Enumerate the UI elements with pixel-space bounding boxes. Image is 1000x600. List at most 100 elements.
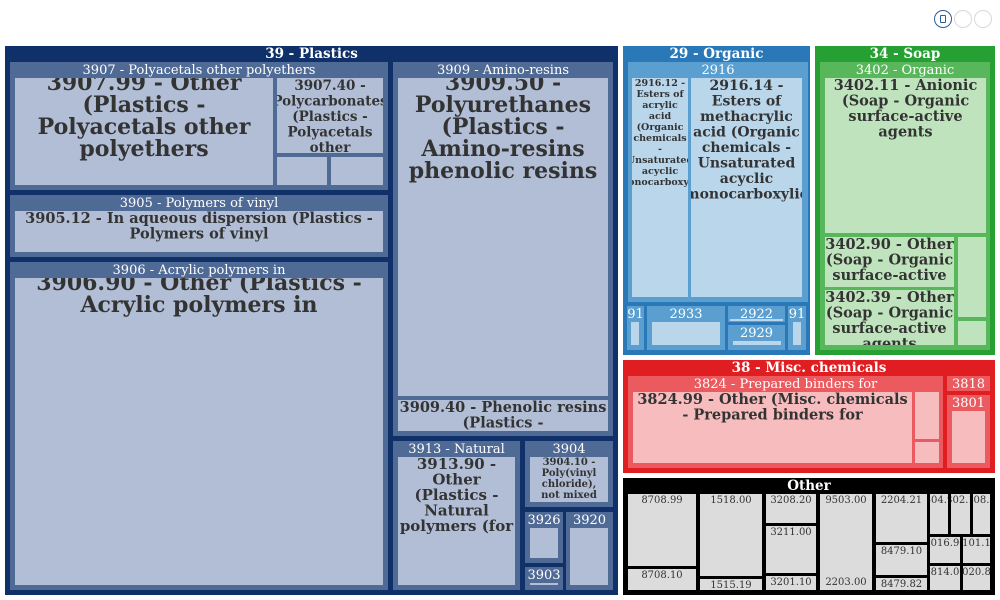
label-group: 3211.00	[770, 527, 811, 538]
subgroup-label: 2914	[619, 307, 652, 322]
label-group: 3402 - Organic	[856, 63, 955, 78]
label-group: 3906.90 - Other (Plastics -Acrylic polym…	[36, 278, 362, 318]
leaf-tile	[398, 78, 608, 396]
reset-icon[interactable]	[974, 10, 992, 28]
label-line: 2916.14 -	[709, 78, 783, 94]
label-line: monocarboxylic	[685, 187, 808, 203]
label-group: 9503.00	[825, 495, 866, 506]
label-line: Polyacetals	[287, 125, 372, 141]
label-group: 3913 - Natural	[408, 442, 505, 457]
label-group: 8479.82	[881, 579, 922, 590]
export-icon[interactable]	[934, 10, 952, 28]
label-group: 39 - Plastics	[265, 46, 358, 62]
leaf-tile	[793, 322, 801, 345]
label-line: 2929	[740, 326, 773, 341]
label-line: 2933	[669, 307, 702, 322]
group-label: 39 - Plastics	[265, 46, 358, 62]
label-line: acyclic	[720, 171, 773, 187]
label-line: 3904	[552, 442, 585, 457]
subgroup-block	[947, 376, 990, 391]
leaf-tile	[652, 322, 720, 345]
leaf-tile	[973, 494, 990, 534]
label-line: 34 - Soap	[870, 46, 941, 62]
subgroup-block	[728, 306, 785, 322]
leaf-tile	[530, 583, 558, 585]
leaf-tile	[915, 442, 939, 463]
label-line: Esters of	[712, 94, 782, 110]
label-group: 8708.10	[641, 570, 682, 581]
label-line: chemicals	[633, 133, 686, 144]
label-group: 2916	[701, 63, 734, 78]
label-group: 38 - Misc. chemicals	[732, 360, 887, 376]
leaf-label: 3302.10	[940, 495, 981, 506]
leaf-tile	[733, 341, 781, 345]
leaf-tile	[930, 537, 960, 563]
subgroup-label: 3801	[952, 396, 985, 411]
label-line: Natural	[424, 502, 489, 520]
label-group: 3304.99	[930, 495, 948, 506]
label-group: 3909 - Amino-resins	[437, 63, 569, 78]
label-line: 3907.99 - Other	[47, 70, 242, 96]
label-line: 3903	[527, 568, 560, 583]
leaf-tile	[930, 494, 948, 534]
label-line: 2016.90	[924, 538, 965, 549]
subgroup-label: 2917	[780, 307, 813, 322]
leaf-label: 2016.90	[924, 538, 965, 549]
leaf-tile	[398, 400, 608, 431]
label-line: 3926	[527, 513, 560, 528]
leaf-tile	[628, 569, 696, 590]
subgroup-label: 3920	[573, 513, 606, 528]
label-group: 2933	[669, 307, 702, 322]
label-line: monocarboxylic	[618, 177, 702, 188]
label-line: 3818	[952, 377, 985, 392]
subgroup-label: 3913 - Natural	[408, 442, 505, 457]
leaf-tile	[15, 211, 383, 252]
label-line: (Soap - Organic	[826, 305, 954, 322]
label-group: 8708.99	[641, 495, 682, 506]
label-line: polyethers	[79, 136, 208, 162]
zoom-icon[interactable]	[954, 10, 972, 28]
label-group: 3201.10	[770, 577, 811, 588]
chart-toolbar	[934, 10, 992, 28]
label-line: Amino-resins	[420, 136, 584, 162]
leaf-tile	[628, 494, 696, 566]
leaf-tile	[915, 392, 939, 439]
leaf-tile	[700, 579, 762, 590]
leaf-label: 2204.21	[881, 495, 922, 506]
label-group: 3905 - Polymers of vinyl	[120, 196, 278, 211]
label-line: 8479.10	[881, 546, 922, 557]
label-line: agents	[878, 124, 932, 141]
label-line: 29 - Organic	[669, 46, 763, 62]
subgroup-label: 3818	[952, 377, 985, 392]
leaf-tile	[277, 78, 383, 153]
label-line: acrylic	[642, 100, 678, 111]
label-line: surface-active	[848, 108, 962, 125]
label-line: Polymers of vinyl	[130, 226, 269, 243]
leaf-tile	[631, 322, 639, 345]
label-line: 3907.40 -	[294, 78, 365, 94]
label-line: 9503.00	[825, 495, 866, 506]
label-line: chemicals -	[702, 140, 791, 156]
subgroup-label: 3909 - Amino-resins	[437, 63, 569, 78]
label-line: methacrylic	[700, 109, 793, 125]
label-line: 6208.22	[961, 495, 1000, 506]
label-group: 3909.50 -Polyurethanes(Plastics -Amino-r…	[409, 78, 598, 184]
leaf-tile	[277, 157, 327, 185]
label-line: agents	[862, 336, 916, 353]
label-line: chloride),	[542, 479, 596, 490]
subgroup-label: 3824 - Prepared binders for	[694, 377, 878, 392]
label-line: 8479.82	[881, 579, 922, 590]
label-group: 3903	[527, 568, 560, 583]
label-line: (Plastics -	[82, 92, 205, 118]
label-line: not mixed	[541, 490, 597, 501]
label-group: 2016.90	[924, 538, 965, 549]
